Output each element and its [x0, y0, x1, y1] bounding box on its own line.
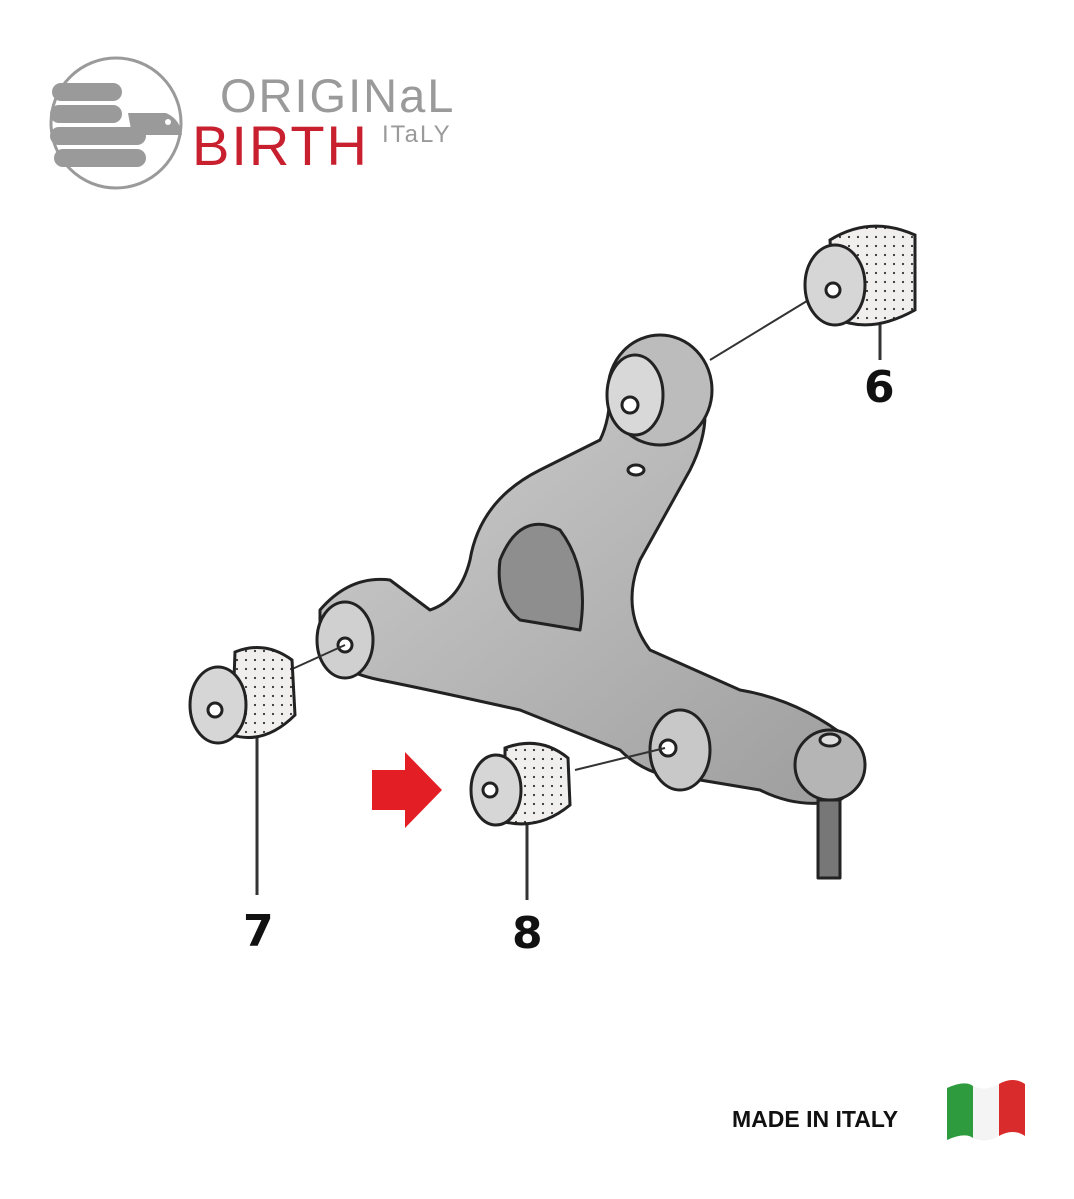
control-arm	[315, 333, 867, 880]
logo-italy-text: ITaLY	[382, 121, 452, 148]
brand-logo: ORIGINaL BIRTH ITaLY	[48, 55, 478, 195]
logo-original-text: ORIGINaL	[220, 69, 456, 122]
highlight-arrow-icon	[372, 752, 442, 828]
callout-8: 8	[512, 908, 543, 959]
callout-7: 7	[243, 906, 274, 957]
logo-birth-text: BIRTH	[192, 114, 369, 177]
made-in-italy-label: MADE IN ITALY	[732, 1106, 899, 1132]
italy-flag-icon	[947, 1080, 1025, 1141]
callout-6: 6	[864, 362, 895, 413]
bushing-8	[469, 741, 572, 827]
bushing-6	[803, 224, 917, 327]
bushing-7	[188, 646, 297, 745]
logo-emblem-icon	[49, 56, 183, 190]
